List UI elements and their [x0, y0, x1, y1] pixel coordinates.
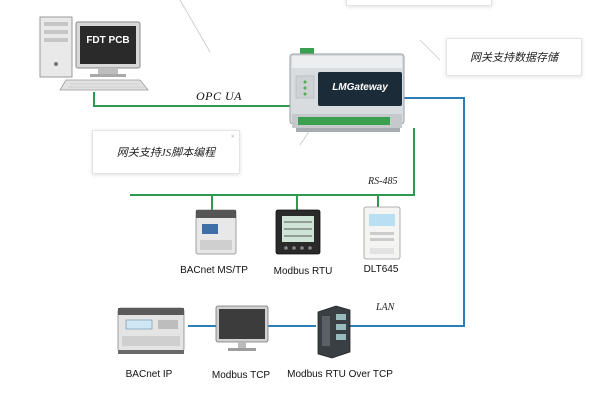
gateway-device: [289, 48, 405, 132]
modbus-tcp-monitor: [215, 305, 269, 351]
lan-line-gateway: [350, 97, 465, 327]
opc-ua-label: OPC UA: [196, 89, 242, 103]
bacnet-mstp-device: [195, 209, 237, 255]
pc-monitor: [75, 21, 141, 77]
rtu-over-tcp-converter: [317, 305, 351, 359]
device-label-bacnet-ip: BACnet IP: [125, 369, 173, 380]
device-label-modbus-tcp: Modbus TCP: [211, 370, 271, 381]
storage-callout: 网关支持数据存储: [446, 38, 582, 76]
modbus-rtu-meter: [275, 209, 321, 255]
device-label-bacnet-mstp: BACnet MS/TP: [180, 265, 248, 276]
rs485-label: RS-485: [368, 176, 398, 187]
js-callout-text: 网关支持JS脚本编程: [116, 147, 216, 159]
device-label-modbus-rtu: Modbus RTU: [273, 266, 333, 277]
device-label-dlt645: DLT645: [363, 264, 399, 275]
pc-screen-text: FDT PCB: [86, 35, 130, 46]
storage-callout-text: 网关支持数据存储: [470, 52, 558, 64]
callout-leader-top: [179, 0, 211, 53]
callout-leader-js: [299, 129, 311, 146]
pc-tower: [39, 16, 73, 78]
gateway-brand-label: LMGateway: [332, 82, 388, 93]
rs485-bus-line: [130, 128, 415, 196]
device-label-rtu-over-tcp: Modbus RTU Over TCP: [287, 369, 393, 380]
lan-label: LAN: [376, 302, 395, 313]
close-icon[interactable]: ×: [230, 132, 235, 141]
js-callout: × 网关支持JS脚本编程: [92, 130, 240, 174]
callout-leader-storage: [419, 39, 441, 61]
dlt645-meter: [363, 206, 401, 260]
bacnet-ip-device: [117, 307, 185, 354]
opc-ua-line: [93, 92, 300, 107]
pc-keyboard: [59, 79, 149, 91]
top-callout-box: [346, 0, 492, 6]
